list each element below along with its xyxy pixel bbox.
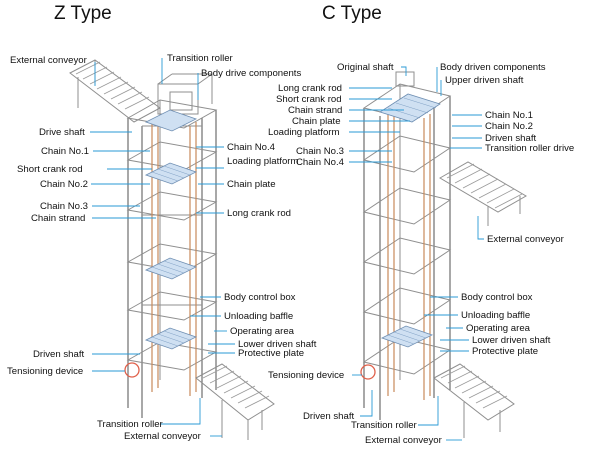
c-label-operating-area: Operating area — [466, 323, 531, 334]
z-label-chain-strand: Chain strand — [31, 213, 85, 224]
c-label-transition-roller-drive: Transition roller drive — [485, 143, 574, 154]
z-platforms — [144, 109, 198, 350]
c-label-upper-driven-shaft: Upper driven shaft — [445, 75, 524, 86]
c-side-conveyor — [439, 161, 527, 226]
z-type-title: Z Type — [54, 3, 112, 24]
z-label-long-crank-rod: Long crank rod — [227, 208, 291, 219]
z-label-transition-roller-top: Transition roller — [167, 53, 234, 64]
z-label-body-control-box: Body control box — [224, 292, 296, 303]
z-label-external-conveyor-top: External conveyor — [10, 55, 88, 66]
z-label-chain-no1: Chain No.1 — [41, 146, 89, 157]
c-label-long-crank-rod: Long crank rod — [278, 83, 342, 94]
z-leader-lines — [90, 58, 235, 437]
c-label-lower-driven-shaft: Lower driven shaft — [472, 335, 551, 346]
c-label-tensioning-device: Tensioning device — [268, 370, 344, 381]
c-type-machine — [360, 71, 527, 438]
c-type-title: C Type — [322, 3, 382, 24]
c-label-chain-strand: Chain strand — [288, 105, 342, 116]
z-label-chain-no2: Chain No.2 — [40, 179, 88, 190]
z-label-lower-driven-shaft: Lower driven shaft — [238, 339, 317, 350]
c-leader-lines — [349, 66, 484, 441]
z-label-unloading-baffle: Unloading baffle — [224, 311, 293, 322]
c-label-chain-no4: Chain No.4 — [296, 157, 345, 168]
z-label-operating-area: Operating area — [230, 326, 295, 337]
c-label-body-control-box: Body control box — [461, 292, 533, 303]
z-label-loading-platform-text: Loading platform — [227, 156, 298, 167]
z-label-body-drive-components: Body drive components — [201, 68, 301, 79]
c-tension-marker — [360, 364, 376, 380]
z-label-protective-plate: Protective plate — [238, 348, 304, 359]
c-label-short-crank-rod: Short crank rod — [276, 94, 342, 105]
c-platforms — [379, 93, 441, 348]
c-label-protective-plate: Protective plate — [472, 346, 538, 357]
c-labels: Original shaft Body driven components Up… — [268, 62, 574, 446]
z-label-external-conveyor-bottom: External conveyor — [124, 431, 202, 442]
z-type-machine — [69, 59, 275, 440]
z-tension-marker — [124, 362, 140, 378]
c-label-loading-platform: Loading platform — [268, 127, 339, 138]
z-label-transition-roller-bottom: Transition roller — [97, 419, 164, 430]
z-label-chain-no4: Chain No.4 — [227, 142, 276, 153]
z-label-short-crank-rod: Short crank rod — [17, 164, 83, 175]
z-top-conveyor — [69, 59, 161, 123]
c-label-chain-plate: Chain plate — [292, 116, 341, 127]
z-chain-strands — [151, 119, 197, 396]
c-label-transition-roller: Transition roller — [351, 420, 418, 431]
c-label-external-conveyor-side: External conveyor — [487, 234, 565, 245]
c-tower-frame — [362, 71, 452, 420]
c-label-original-shaft: Original shaft — [337, 62, 394, 73]
z-label-loading-platform: Loading platform — [227, 156, 298, 167]
z-label-driven-shaft: Driven shaft — [33, 349, 85, 360]
z-label-chain-plate: Chain plate — [227, 179, 276, 190]
z-label-chain-no3: Chain No.3 — [40, 201, 88, 212]
c-label-unloading-baffle: Unloading baffle — [461, 310, 530, 321]
c-label-body-driven-components: Body driven components — [440, 62, 546, 73]
c-label-chain-no2: Chain No.2 — [485, 121, 533, 132]
z-bottom-conveyor — [195, 363, 275, 440]
c-label-chain-no3: Chain No.3 — [296, 146, 344, 157]
c-label-driven-shaft-top: Driven shaft — [485, 133, 537, 144]
c-bottom-conveyor — [433, 363, 515, 438]
c-label-chain-no1: Chain No.1 — [485, 110, 533, 121]
z-labels: External conveyor Transition roller Body… — [7, 53, 317, 442]
z-label-drive-shaft: Drive shaft — [39, 127, 85, 138]
c-label-driven-shaft-bottom: Driven shaft — [303, 411, 355, 422]
c-chain-strands — [387, 111, 431, 400]
z-label-tensioning-device: Tensioning device — [7, 366, 83, 377]
c-label-external-conveyor-bottom: External conveyor — [365, 435, 443, 446]
